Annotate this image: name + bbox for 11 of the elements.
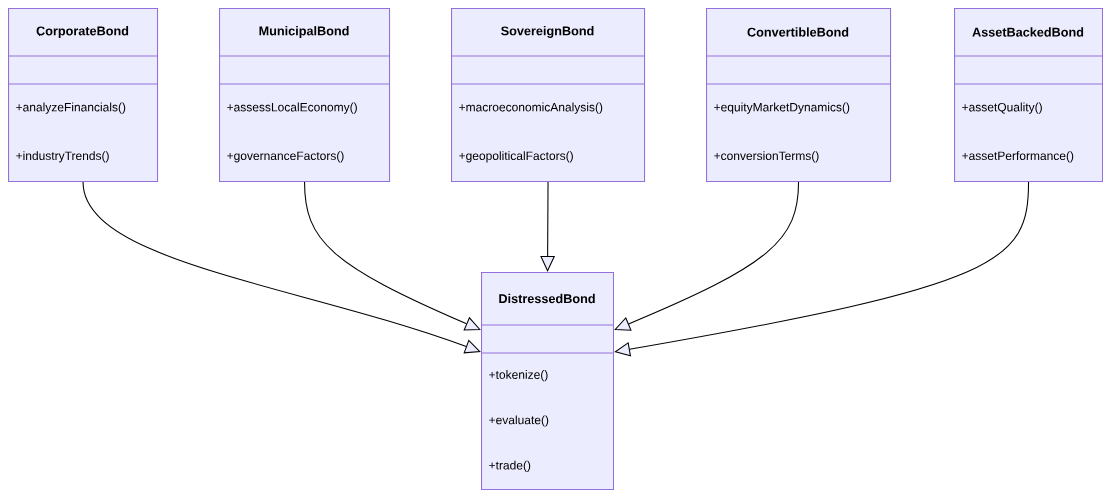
class-box: SovereignBond +macroeconomicAnalysis() +geopoliticalFactors() [450,8,646,183]
class-box: MunicipalBond +assessLocalEconomy() +governanceFactors() [218,8,391,183]
arrow [82,181,481,354]
arrow [540,181,556,272]
class-box: ConvertibleBond +equityMarketDynamics() +conversionTerms() [705,8,892,183]
class-box: CorporateBond +analyzeFinancials() +industryTrends() [7,8,159,183]
arrow [304,181,481,331]
arrow [614,181,1030,357]
class-box: AssetBackedBond +assetQuality() +assetPerformance() [953,8,1103,183]
arrow [614,181,800,331]
class-box: DistressedBond +tokenize() +evaluate() +trade() [480,272,615,491]
